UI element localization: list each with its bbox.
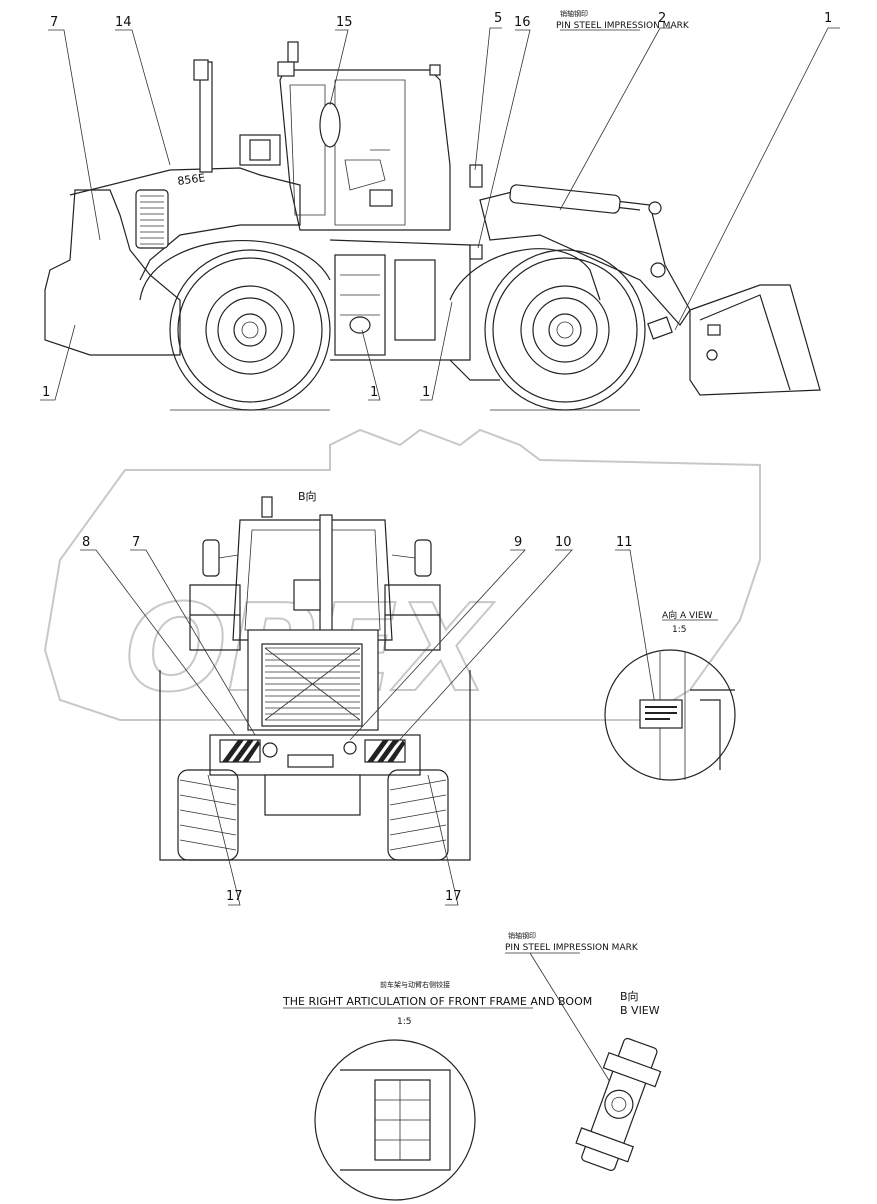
- callout-label: 11: [616, 535, 633, 550]
- b-view-label: B VIEW: [620, 1004, 660, 1017]
- hazard-stripes: [219, 739, 406, 763]
- a-view-scale: 1:5: [672, 625, 686, 635]
- model-badge: 856E: [177, 171, 207, 188]
- pin-mark-cn-bottom: 销轴钢印: [508, 931, 536, 940]
- callout-label: 17: [226, 889, 243, 904]
- callout-label: 16: [514, 15, 531, 30]
- front-grille: [264, 647, 361, 721]
- callout-label: 15: [336, 15, 353, 30]
- front-callouts: 8 7 9 10 11 17 17: [80, 535, 656, 906]
- front-wheel: [484, 249, 646, 411]
- callout-label: 14: [115, 15, 132, 30]
- callout-label: 5: [494, 11, 502, 26]
- callout-label: 9: [514, 535, 522, 550]
- callout-label: 8: [82, 535, 90, 550]
- callout-label: 2: [658, 11, 666, 26]
- pin-mark-label-bottom: PIN STEEL IMPRESSION MARK: [505, 943, 639, 953]
- articulation-title: THE RIGHT ARTICULATION OF FRONT FRAME AN…: [282, 995, 592, 1008]
- front-view-loader: B向: [159, 489, 471, 861]
- callout-label: 17: [445, 889, 462, 904]
- callout-label: 10: [555, 535, 572, 550]
- watermark-logo: OPEX: [43, 428, 761, 721]
- articulation-detail: 前车架与动臂右侧铰接 THE RIGHT ARTICULATION OF FRO…: [282, 980, 592, 1201]
- a-view-detail: A向 A VIEW 1:5: [604, 609, 736, 781]
- side-view-loader: 856E: [44, 41, 821, 411]
- articulation-cn: 前车架与动臂右侧铰接: [380, 980, 450, 989]
- callout-label: 1: [824, 11, 832, 26]
- callout-label: 1: [370, 385, 378, 400]
- callout-label: 7: [132, 535, 140, 550]
- a-view-label: A向 A VIEW: [662, 609, 713, 621]
- front-tire-left: [177, 769, 239, 861]
- callout-label: 1: [422, 385, 430, 400]
- callout-label: 1: [42, 385, 50, 400]
- front-tire-right: [387, 769, 449, 861]
- callout-label: 7: [50, 15, 58, 30]
- b-view-detail: 销轴钢印 PIN STEEL IMPRESSION MARK B向 B VIEW: [505, 931, 662, 1171]
- articulation-scale: 1:5: [397, 1017, 411, 1027]
- pin-mark-label: PIN STEEL IMPRESSION MARK: [556, 21, 690, 31]
- b-view-cn: B向: [620, 989, 639, 1003]
- pin-mark-cn: 销轴钢印: [560, 9, 588, 18]
- side-callouts: 1 1 1 1 2 5 7 14 15 16 销轴钢印 PIN STEEL IM…: [40, 9, 840, 401]
- rear-wheel: [169, 249, 331, 411]
- front-view-label: B向: [298, 489, 317, 503]
